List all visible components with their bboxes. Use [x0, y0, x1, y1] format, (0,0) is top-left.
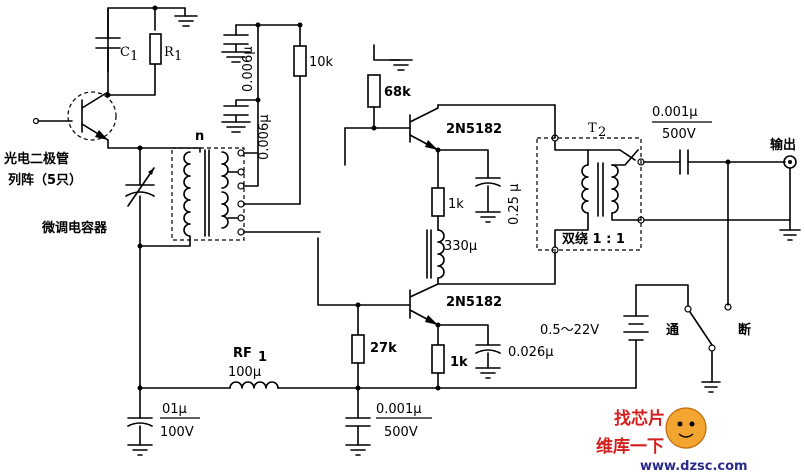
label-t2-sub: 2 — [598, 125, 606, 140]
watermark-url: www.dzsc.com — [640, 459, 748, 474]
label-cap-026: 0.026μ — [508, 345, 554, 360]
label-10k: 10k — [309, 55, 334, 70]
label-ind-330: 330μ — [444, 239, 477, 254]
label-c1-sub: 1 — [130, 49, 138, 64]
label-trimmer: 微调电容器 — [41, 220, 108, 236]
watermark-brand: 维库一下 — [596, 436, 664, 457]
output-transformer-t2 — [536, 104, 645, 254]
label-n: n — [195, 129, 204, 144]
label-cap-mid-value: 0.001μ — [376, 402, 422, 417]
label-supply: 0.5～22V — [540, 323, 599, 338]
label-q2: 2N5182 — [446, 295, 502, 310]
q1-emitter-network — [426, 149, 501, 285]
label-bifilar: 双绕 1 : 1 — [562, 231, 625, 247]
label-cap-mid: 0.006μ — [257, 115, 272, 161]
label-cap-left-value: 01μ — [162, 402, 187, 417]
output-section — [643, 149, 801, 311]
label-1k-bottom: 1k — [450, 355, 468, 370]
label-cap-mid-voltage: 500V — [384, 425, 418, 440]
label-cap-025: 0.25 μ — [507, 184, 522, 225]
label-photodiode-1: 光电二极管 — [3, 151, 69, 167]
photodiode-transistor — [32, 91, 201, 149]
input-transformer — [139, 99, 321, 247]
label-q1: 2N5182 — [446, 122, 502, 137]
c1-r1-network — [95, 7, 198, 96]
label-c1: C — [120, 45, 130, 60]
bias-resistor-10k — [257, 24, 307, 205]
label-output: 输出 — [770, 137, 796, 153]
label-cap-left-voltage: 100V — [160, 425, 194, 440]
component-labels: C 1 R 1 光电二极管 列阵（5只） 微调电容器 n 0.006μ 0.00… — [3, 45, 796, 440]
junctions — [105, 5, 731, 391]
mascot-icon — [665, 407, 707, 449]
trimmer-capacitor — [125, 147, 155, 386]
q2-stage — [317, 237, 556, 389]
label-r1-sub: 1 — [174, 49, 182, 64]
label-68k: 68k — [384, 85, 411, 100]
label-r1: R — [164, 45, 175, 60]
label-cap-out-value: 0.001μ — [652, 105, 698, 120]
label-rf: RF — [233, 346, 252, 361]
watermark-tagline: 找芯片 — [614, 408, 665, 429]
q1-stage — [344, 44, 556, 166]
label-photodiode-2: 列阵（5只） — [8, 172, 82, 188]
label-27k: 27k — [370, 341, 397, 356]
label-cap-out-voltage: 500V — [662, 127, 696, 142]
watermark: 找芯片 维库一下 www.dzsc.com — [596, 407, 748, 474]
power-supply-switch — [623, 284, 721, 393]
label-rf-sub: 1 — [258, 350, 267, 365]
label-switch-on: 通 — [666, 322, 679, 338]
label-rf-value: 100μ — [228, 365, 261, 380]
label-t2: T — [588, 121, 597, 136]
label-1k-top: 1k — [448, 197, 464, 212]
label-switch-off: 断 — [738, 322, 751, 338]
label-cap-top: 0.006μ — [241, 47, 256, 93]
